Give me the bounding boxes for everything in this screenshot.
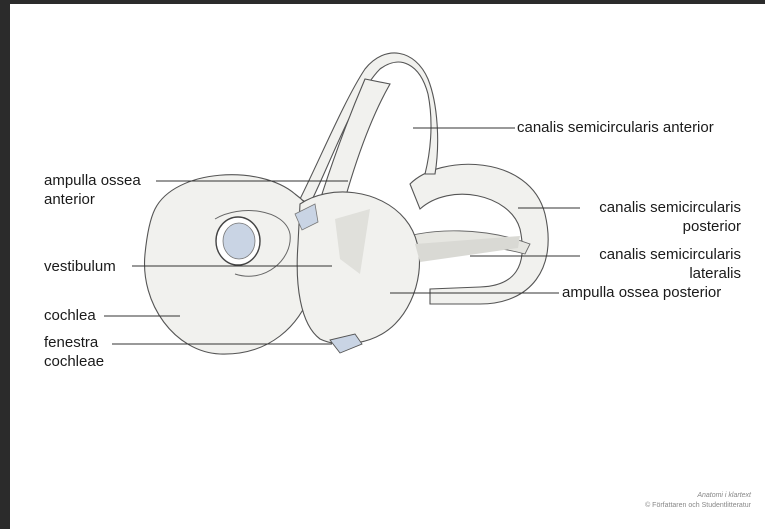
inner-ear-illustration xyxy=(10,4,765,529)
credit-title: Anatomi i klartext xyxy=(697,492,751,499)
label-vestibulum: vestibulum xyxy=(44,258,116,276)
label-canalis-lateralis-line2: lateralis xyxy=(689,265,741,283)
diagram-canvas: canalis semicircularis anterior ampulla … xyxy=(10,4,765,529)
label-ampulla-posterior: ampulla ossea posterior xyxy=(562,284,721,302)
fenestra-vestibuli-shape xyxy=(223,223,255,259)
label-ampulla-anterior-line1: ampulla ossea xyxy=(44,172,141,190)
label-canalis-posterior-line2: posterior xyxy=(683,218,741,236)
credit-copyright: © Författaren och Studentlitteratur xyxy=(645,502,751,509)
label-fenestra-line1: fenestra xyxy=(44,334,98,352)
label-ampulla-anterior-line2: anterior xyxy=(44,191,95,209)
label-canalis-posterior-line1: canalis semicircularis xyxy=(599,199,741,217)
label-canalis-lateralis-line1: canalis semicircularis xyxy=(599,246,741,264)
label-fenestra-line2: cochleae xyxy=(44,353,104,371)
label-cochlea: cochlea xyxy=(44,307,96,325)
label-canalis-anterior: canalis semicircularis anterior xyxy=(517,119,714,137)
